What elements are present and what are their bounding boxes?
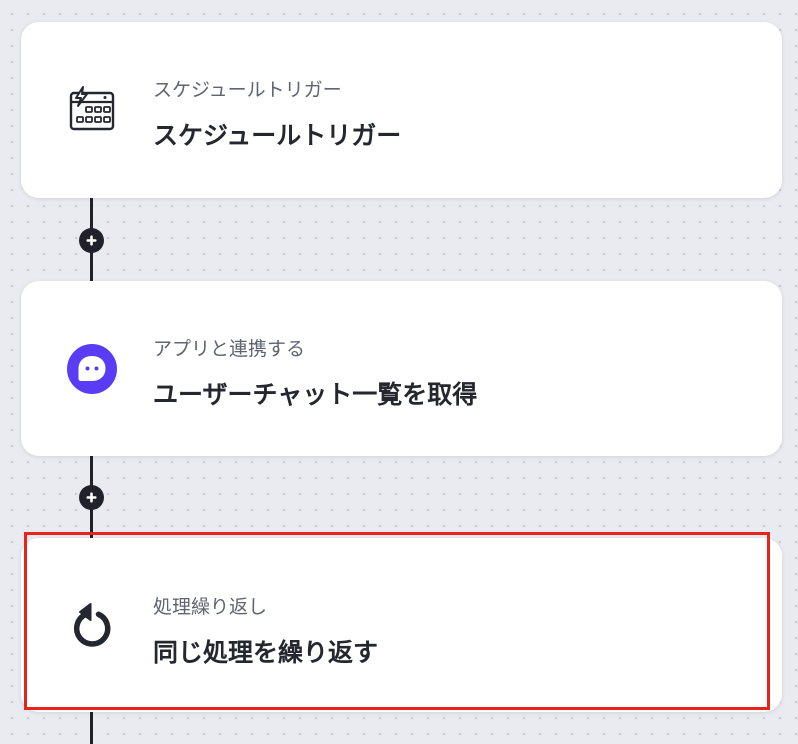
- plus-icon: [86, 235, 97, 246]
- step-title: 同じ処理を繰り返す: [153, 638, 379, 667]
- chat-bubble-app-icon: [67, 344, 117, 394]
- calendar-lightning-icon: [67, 85, 117, 135]
- plus-icon: [86, 492, 97, 503]
- step-type-label: アプリと連携する: [153, 338, 306, 360]
- add-step-button[interactable]: [79, 228, 104, 253]
- step-card-schedule-trigger[interactable]: スケジュールトリガー スケジュールトリガー: [21, 22, 782, 198]
- step-card-app-integration[interactable]: アプリと連携する ユーザーチャット一覧を取得: [21, 281, 782, 456]
- step-title: ユーザーチャット一覧を取得: [153, 380, 478, 409]
- step-type-label: 処理繰り返し: [153, 596, 268, 618]
- step-title: スケジュールトリガー: [153, 121, 402, 150]
- loop-arrow-icon: [67, 601, 117, 651]
- add-step-button[interactable]: [79, 485, 104, 510]
- step-type-label: スケジュールトリガー: [153, 79, 342, 101]
- step-card-loop[interactable]: 処理繰り返し 同じ処理を繰り返す: [21, 538, 782, 712]
- flow-connector-line: [90, 712, 93, 744]
